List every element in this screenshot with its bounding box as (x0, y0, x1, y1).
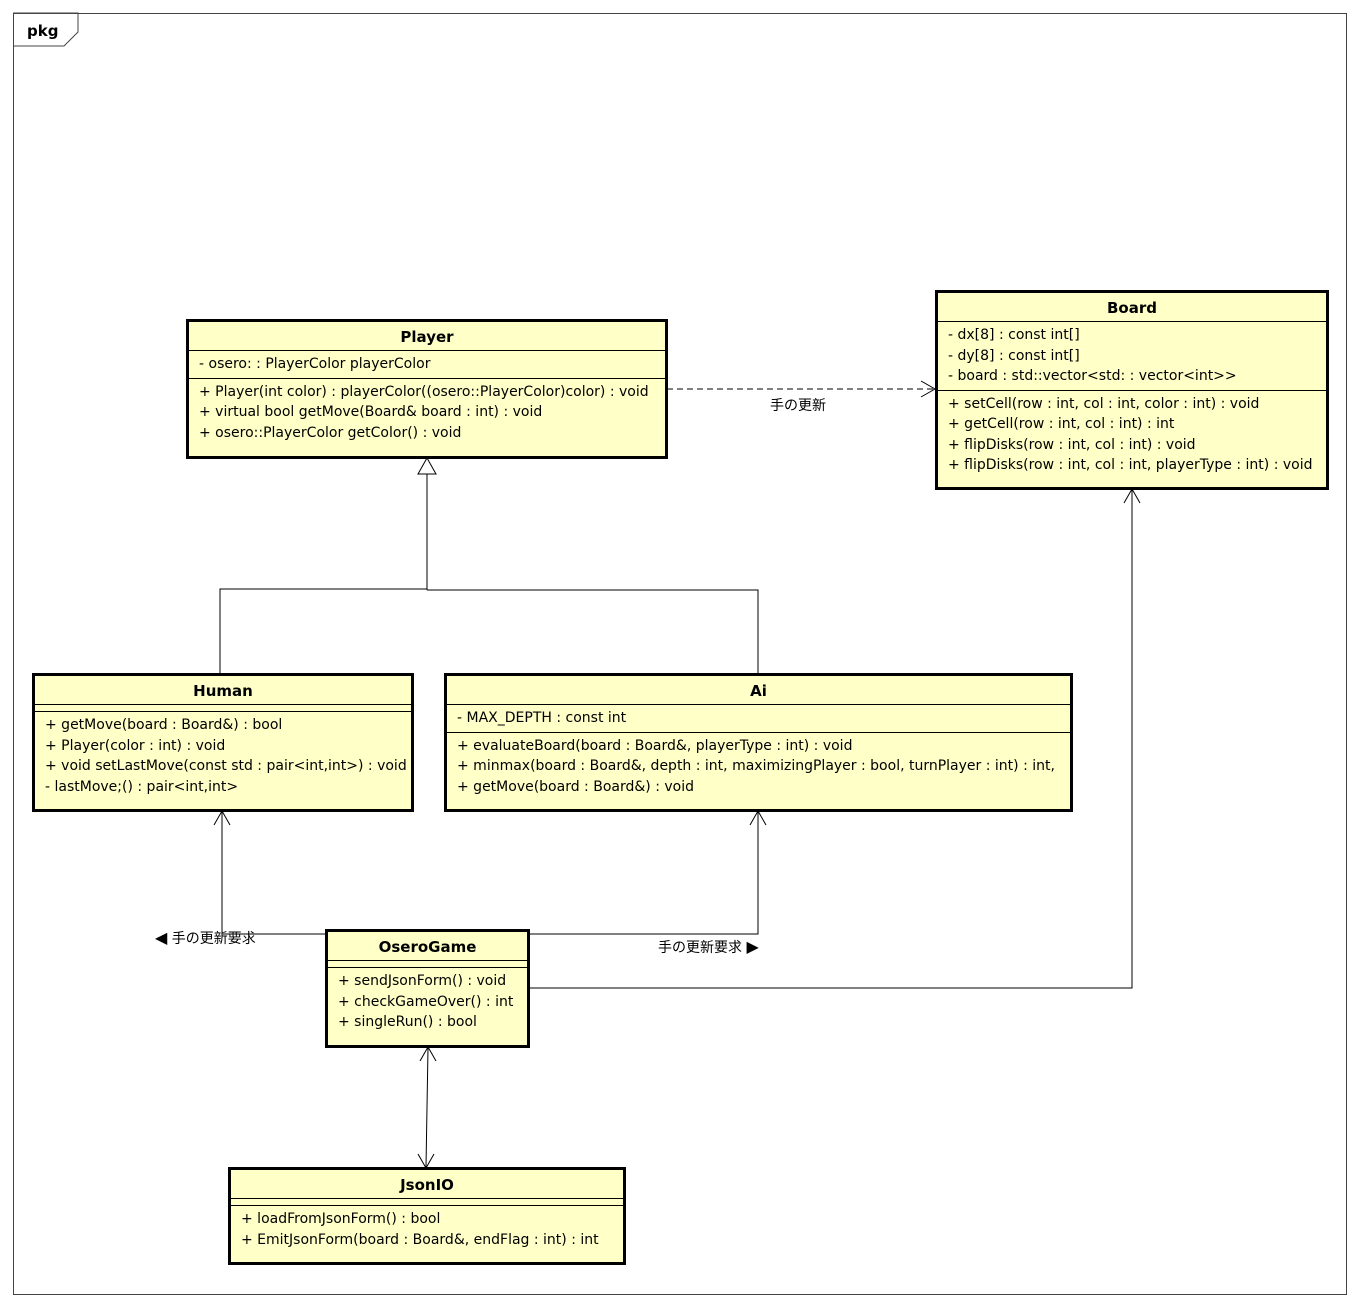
operation-row: + flipDisks(row : int, col : int, player… (948, 457, 1313, 473)
attribute-row: - board : std::vector<std: : vector<int>… (948, 368, 1237, 384)
operation-row: + sendJsonForm() : void (338, 973, 507, 989)
package-frame (13, 13, 1347, 1295)
edge-label-game-human: ◀ 手の更新要求 (155, 928, 256, 948)
attributes-section: - MAX_DEPTH : const int (447, 705, 1070, 733)
operations-section: + Player(int color) : playerColor((osero… (189, 379, 665, 447)
class-name: Board (938, 293, 1326, 322)
operation-row: + setCell(row : int, col : int, color : … (948, 395, 1260, 412)
operation-row: + void setLastMove(const std : pair<int,… (45, 758, 407, 774)
class-board[interactable]: Board - dx[8] : const int[] - dy[8] : con… (935, 290, 1329, 490)
operation-row: + getMove(board : Board&) : bool (45, 717, 283, 733)
package-tab (13, 12, 79, 47)
operation-row: + getMove(board : Board&) : void (457, 778, 694, 795)
operation-row: + minmax(board : Board&, depth : int, ma… (457, 758, 1055, 774)
direction-left-icon: ◀ (155, 928, 168, 947)
operations-section: + loadFromJsonForm() : bool + EmitJsonFor… (231, 1206, 623, 1253)
operation-row: + Player(color : int) : void (45, 737, 226, 754)
operation-row: + Player(int color) : playerColor((osero… (199, 383, 649, 400)
operation-row: + EmitJsonForm(board : Board&, endFlag :… (241, 1231, 599, 1248)
class-human[interactable]: Human + getMove(board : Board&) : bool+ … (32, 673, 414, 812)
generalization-triangle (417, 456, 437, 475)
association-line-game-human (221, 812, 326, 935)
operation-row: + evaluateBoard(board : Board&, playerTy… (457, 737, 853, 754)
attributes-section: - osero: : PlayerColor playerColor (189, 351, 665, 379)
attributes-section (35, 705, 411, 712)
operations-section: + getMove(board : Board&) : bool + Player… (35, 712, 411, 800)
generalization-line-ai (427, 589, 759, 673)
class-oserogame[interactable]: OseroGame + sendJsonForm() : void + check… (325, 929, 530, 1048)
association-line-game-ai (530, 812, 759, 935)
attribute-row: - dy[8] : const int[] (948, 347, 1080, 364)
edge-label-player-board: 手の更新 (770, 398, 826, 414)
class-name: Human (35, 676, 411, 705)
operation-row: + checkGameOver() : int (338, 993, 514, 1010)
attribute-row: - dx[8] : const int[] (948, 327, 1080, 343)
operation-row: + virtual bool getMove(Board& board : in… (199, 404, 543, 420)
operation-row: - lastMove;() : pair<int,int> (45, 778, 239, 795)
operation-row: + osero::PlayerColor getColor() : void (199, 424, 462, 441)
generalization-line-human (219, 588, 427, 673)
operations-section: + sendJsonForm() : void + checkGameOver()… (328, 968, 527, 1036)
attribute-row: - osero: : PlayerColor playerColor (199, 356, 431, 372)
attributes-section: - dx[8] : const int[] - dy[8] : const int… (938, 322, 1326, 391)
class-player[interactable]: Player - osero: : PlayerColor playerColo… (186, 319, 668, 459)
attributes-section (231, 1199, 623, 1206)
class-name: OseroGame (328, 932, 527, 961)
class-name: JsonIO (231, 1170, 623, 1199)
package-label: pkg (27, 22, 59, 40)
edge-label-text: 手の更新要求 (171, 931, 256, 947)
attributes-section (328, 961, 527, 968)
class-name: Player (189, 322, 665, 351)
operation-row: + getCell(row : int, col : int) : int (948, 416, 1175, 432)
class-jsonio[interactable]: JsonIO + loadFromJsonForm() : bool + Emit… (228, 1167, 626, 1265)
association-line-game-board (530, 490, 1133, 989)
class-name: Ai (447, 676, 1070, 705)
operation-row: + loadFromJsonForm() : bool (241, 1211, 441, 1227)
direction-right-icon: ▶ (746, 937, 759, 956)
edge-label-text: 手の更新要求 (658, 940, 742, 956)
class-ai[interactable]: Ai - MAX_DEPTH : const int + evaluateBoa… (444, 673, 1073, 812)
attribute-row: - MAX_DEPTH : const int (457, 710, 627, 726)
operation-row: + singleRun() : bool (338, 1014, 477, 1030)
operations-section: + setCell(row : int, col : int, color : … (938, 391, 1326, 479)
edge-label-game-ai: 手の更新要求 ▶ (658, 937, 759, 957)
association-line-game-jsonio (425, 1047, 429, 1168)
operation-row: + flipDisks(row : int, col : int) : void (948, 436, 1196, 453)
operations-section: + evaluateBoard(board : Board&, playerTy… (447, 733, 1070, 801)
